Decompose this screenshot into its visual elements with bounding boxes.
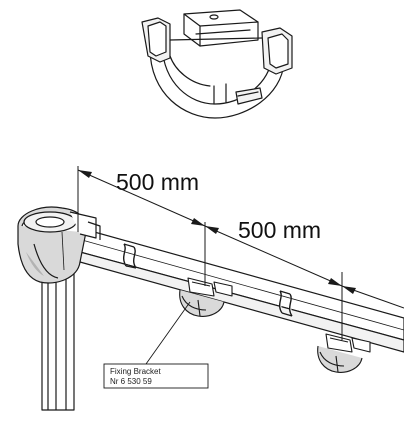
callout-line-2: Nr 6 530 59	[110, 377, 152, 386]
post-head	[17, 206, 101, 284]
dimension-lines	[77, 166, 404, 340]
dimension-label-first: 500 mm	[116, 169, 199, 195]
callout-line-1: Fixing Bracket	[110, 367, 161, 376]
fixing-bracket-2	[317, 333, 371, 373]
rail-tube	[79, 227, 404, 353]
dimension-arrowheads	[78, 170, 356, 294]
bracket-detail-illustration	[141, 9, 293, 119]
support-post	[41, 270, 75, 411]
callout-leader	[145, 301, 191, 365]
fixing-bracket-1	[179, 277, 233, 317]
dimension-label-second: 500 mm	[238, 217, 321, 243]
callout-box	[103, 363, 209, 389]
